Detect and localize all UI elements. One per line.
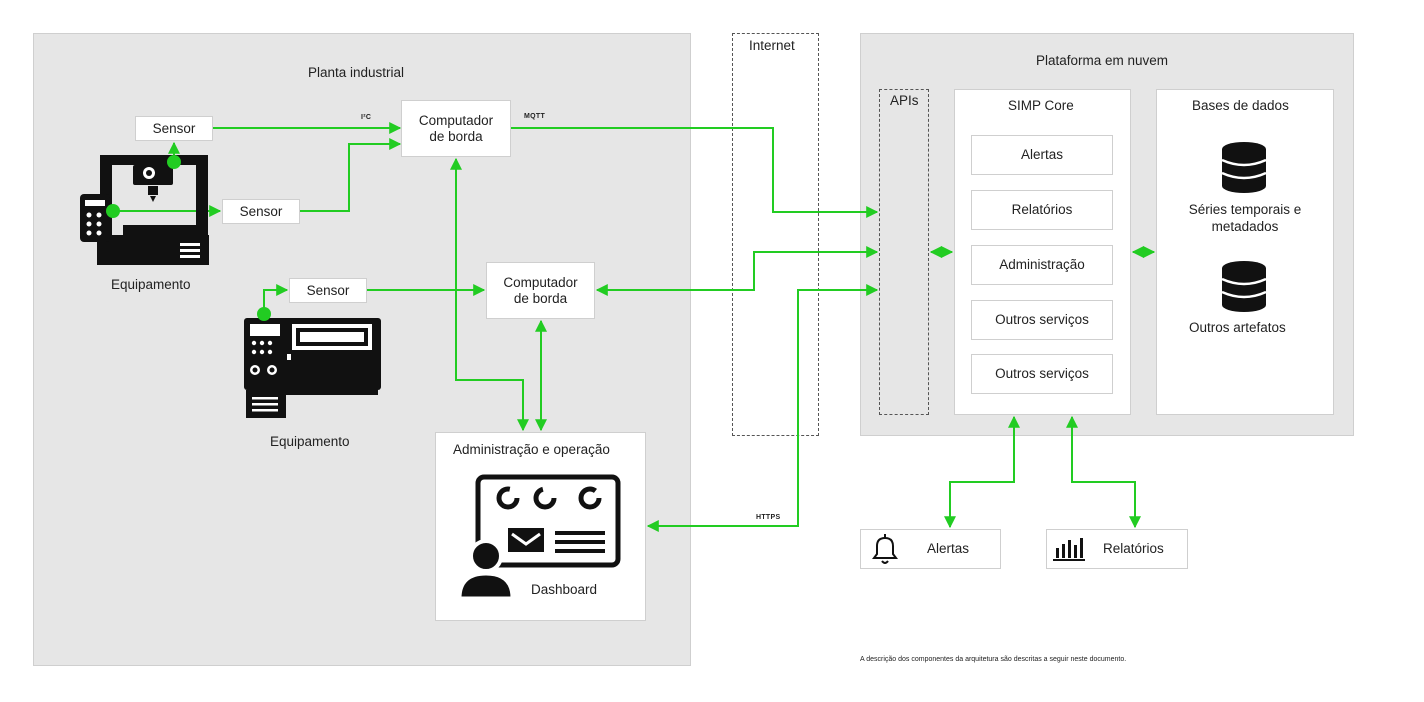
alerts-output-label: Alertas (927, 541, 970, 556)
reports-output-label: Relatórios (1103, 541, 1164, 556)
mqtt-label: MQTT (524, 113, 546, 120)
db-artifacts-label: Outros artefatos (1189, 320, 1286, 335)
footnote: A descrição dos componentes da arquitetu… (860, 656, 1127, 663)
connector-dashboard-apis-https (646, 284, 879, 532)
db-timeseries-label: Séries temporais e metadados (1188, 202, 1302, 234)
apis-zone (879, 89, 929, 415)
admin-operation-title: Administração e operação (453, 442, 610, 457)
core-item-administracao: Administração (971, 245, 1113, 285)
cloud-title: Plataforma em nuvem (1036, 53, 1169, 68)
equipment-1-label: Equipamento (111, 277, 191, 292)
core-item-relatorios: Relatórios (971, 190, 1113, 230)
alerts-output (860, 529, 1001, 569)
connector-edge1-apis-mqtt (511, 127, 879, 218)
core-item-outros-1: Outros serviços (971, 300, 1113, 340)
database-icon (1221, 142, 1267, 193)
equipment-2-label: Equipamento (270, 434, 350, 449)
connector-edge2-apis (595, 246, 879, 296)
cnc-machine-icon (80, 155, 209, 265)
sensor-1: Sensor (135, 116, 213, 141)
sensor-2: Sensor (222, 199, 300, 224)
bar-chart-icon (1053, 538, 1085, 561)
sensor-3: Sensor (289, 278, 367, 303)
plant-title: Planta industrial (308, 65, 405, 80)
machine-icon (244, 318, 381, 418)
simp-core-title: SIMP Core (1008, 98, 1074, 113)
i2c-label: I²C (361, 114, 372, 121)
user-icon (458, 572, 514, 600)
bell-icon (872, 534, 898, 564)
dashboard-label: Dashboard (531, 582, 598, 597)
connector-core-alerts (944, 415, 1020, 529)
machine1-sensor-dot-top (167, 155, 181, 169)
connector-machine2-sensor3 (263, 284, 289, 314)
internet-title: Internet (749, 38, 795, 53)
core-item-alertas: Alertas (971, 135, 1113, 175)
edge-computer-1: Computador de borda (401, 100, 511, 157)
connector-sensor2-edge1 (300, 138, 402, 212)
machine1-sensor-dot-left (106, 204, 120, 218)
database-icon (1221, 261, 1267, 312)
machine2-sensor-dot (257, 307, 271, 321)
apis-title: APIs (890, 93, 919, 108)
core-item-outros-2: Outros serviços (971, 354, 1113, 394)
dashboard-icon (458, 474, 621, 600)
databases-title: Bases de dados (1192, 98, 1289, 113)
connector-core-reports (1066, 415, 1141, 529)
connector-edge1-admin (450, 157, 529, 432)
